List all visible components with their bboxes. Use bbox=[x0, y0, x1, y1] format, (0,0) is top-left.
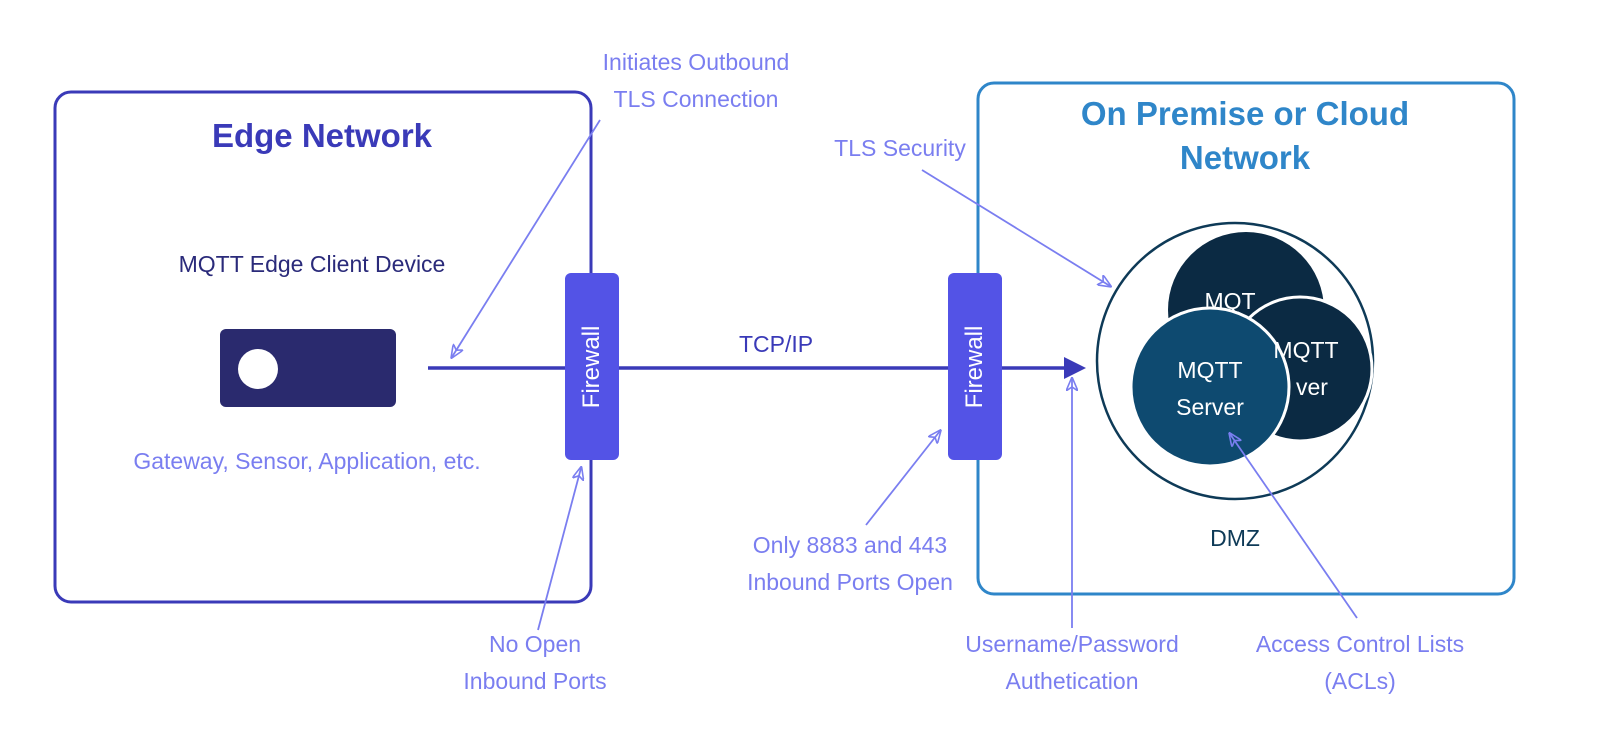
acl-line1: Access Control Lists bbox=[1255, 631, 1465, 657]
acl-line2: (ACLs) bbox=[1324, 668, 1396, 694]
server-back-label: MQT bbox=[1204, 288, 1256, 314]
tls-security-arrow bbox=[921, 169, 1110, 286]
server-front-label-line2: Server bbox=[1176, 394, 1244, 420]
tls-security-annotation: TLS Security bbox=[834, 135, 966, 161]
authentication-line2: Authetication bbox=[1005, 668, 1139, 694]
outbound-annotation-arrow bbox=[452, 119, 601, 357]
device-caption: Gateway, Sensor, Application, etc. bbox=[133, 448, 481, 474]
left-firewall bbox=[565, 273, 619, 460]
server-middle-label-line1: MQTT bbox=[1273, 337, 1339, 363]
cloud-network-title-line1: On Premise or Cloud bbox=[1080, 95, 1410, 132]
no-open-ports-line1: No Open bbox=[488, 631, 582, 657]
right-firewall bbox=[948, 273, 1002, 460]
device-title: MQTT Edge Client Device bbox=[178, 251, 446, 277]
left-firewall-label: Firewall bbox=[578, 325, 605, 409]
inbound-ports-arrow bbox=[865, 431, 940, 526]
mqtt-server-front bbox=[1129, 306, 1291, 468]
edge-network-title: Edge Network bbox=[211, 117, 433, 154]
authentication-line1: Username/Password bbox=[965, 631, 1179, 657]
connection-arrowhead bbox=[1064, 357, 1086, 379]
dmz-label: DMZ bbox=[1210, 525, 1260, 551]
cloud-network-title-line2: Network bbox=[1179, 139, 1311, 176]
right-firewall-label: Firewall bbox=[961, 325, 988, 409]
server-middle-label-line2: ver bbox=[1296, 374, 1328, 400]
server-front-label-line1: MQTT bbox=[1177, 357, 1243, 383]
no-open-ports-arrow bbox=[537, 468, 581, 631]
outbound-annotation-line1: Initiates Outbound bbox=[602, 49, 790, 75]
acl-arrow bbox=[1230, 434, 1358, 619]
tcp-ip-label: TCP/IP bbox=[738, 331, 814, 357]
outbound-annotation-line2: TLS Connection bbox=[613, 86, 779, 112]
inbound-ports-line1: Only 8883 and 443 bbox=[752, 532, 948, 558]
inbound-ports-line2: Inbound Ports Open bbox=[747, 569, 953, 595]
no-open-ports-line2: Inbound Ports bbox=[463, 668, 607, 694]
device-indicator bbox=[238, 349, 278, 389]
